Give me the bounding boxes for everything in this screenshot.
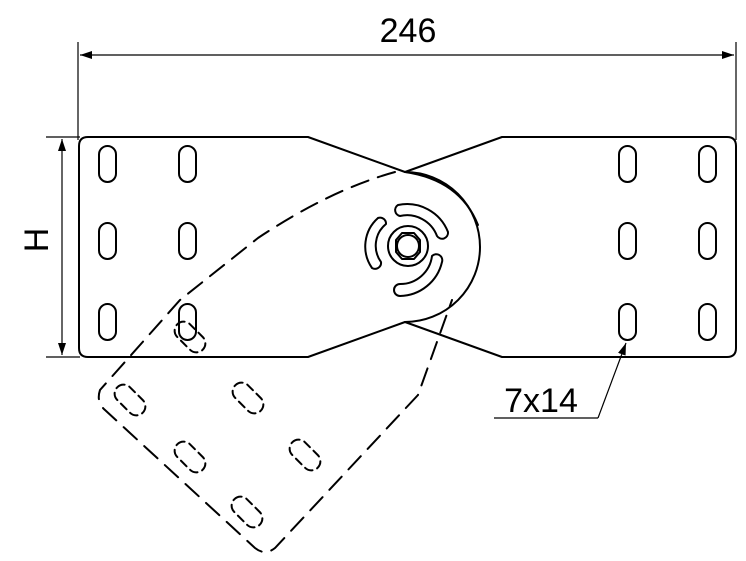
slot-size-label: 7x14 bbox=[504, 382, 578, 420]
width-dimension: 246 bbox=[77, 12, 737, 140]
slot-size-callout: 7x14 bbox=[494, 342, 627, 420]
connector-plate bbox=[78, 136, 737, 358]
rotated-plate-outline bbox=[97, 171, 453, 553]
height-dimension: H bbox=[18, 136, 80, 358]
slot-holes-left bbox=[98, 145, 197, 341]
hinge-joint bbox=[364, 203, 450, 297]
height-dimension-label: H bbox=[18, 228, 56, 253]
slot-holes-right bbox=[618, 145, 717, 341]
width-dimension-label: 246 bbox=[380, 12, 437, 50]
